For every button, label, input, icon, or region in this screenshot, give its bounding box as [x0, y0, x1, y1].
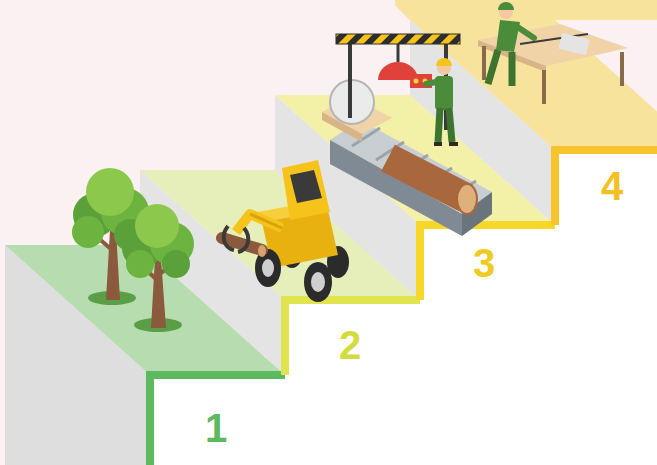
excavator-icon — [224, 226, 249, 252]
tree-icon — [135, 204, 179, 248]
callout-number: 4 — [601, 166, 623, 206]
step-tread — [395, 0, 657, 20]
step-outline — [420, 225, 555, 300]
sawmill-icon — [388, 158, 466, 198]
tree-icon — [126, 250, 154, 278]
excavator-icon — [304, 262, 332, 302]
worker-icon — [434, 142, 458, 146]
step-outline — [285, 300, 420, 375]
worker-icon — [488, 2, 534, 86]
worker-icon — [488, 50, 512, 86]
sawmill-icon — [414, 79, 419, 84]
sawmill-icon — [397, 44, 400, 62]
workbench-icon — [558, 33, 589, 55]
tree-icon — [122, 204, 194, 332]
workbench-icon — [484, 46, 622, 104]
worker-icon — [438, 108, 452, 142]
sawmill-icon — [352, 128, 476, 199]
step-outline — [150, 375, 285, 465]
excavator-icon — [290, 170, 322, 203]
excavator-icon — [250, 214, 282, 228]
tree-icon — [162, 250, 190, 278]
callout-number: 1 — [205, 408, 227, 448]
worker-icon — [498, 2, 514, 10]
sawmill-icon — [336, 34, 460, 44]
excavator-icon — [258, 245, 266, 257]
excavator-icon — [282, 160, 330, 220]
excavator-icon — [311, 272, 325, 292]
tree-icon — [86, 168, 134, 216]
sawmill-icon — [322, 34, 492, 236]
worker-icon — [516, 26, 534, 38]
sawmill-icon — [350, 40, 446, 130]
tree-icon — [72, 216, 104, 248]
callout-number: 3 — [473, 243, 495, 283]
excavator-icon — [222, 160, 349, 302]
callout-number: 2 — [339, 325, 361, 365]
worker-icon — [426, 58, 458, 144]
step-outline — [555, 150, 657, 225]
sawmill-icon — [457, 184, 477, 214]
worker-icon — [426, 82, 436, 84]
worker-icon — [436, 58, 452, 66]
excavator-icon — [262, 259, 274, 277]
